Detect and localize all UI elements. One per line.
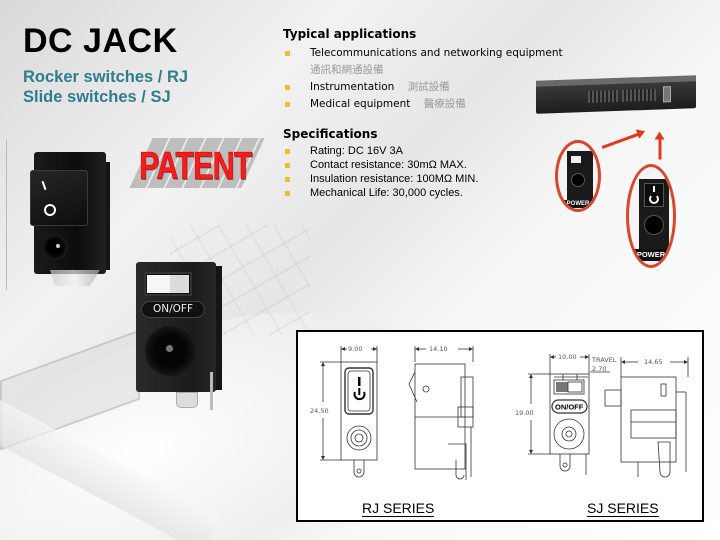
list-item: Rating: DC 16V 3A <box>283 144 478 158</box>
bullet-icon <box>285 102 290 107</box>
bullet-icon <box>285 177 290 182</box>
dc-jack-socket-icon <box>644 215 664 235</box>
subtitle-rocker: Rocker switches / RJ <box>23 68 189 86</box>
set-top-box-photo <box>536 75 696 114</box>
sj-width-dim: 10.00 <box>558 353 577 361</box>
sj-travel-label: TRAVEL <box>591 356 617 364</box>
list-item: Mechanical Life: 30,000 cycles. <box>283 186 478 200</box>
spec-text: Mechanical Life: 30,000 cycles. <box>310 187 463 199</box>
patent-text: PATENT <box>139 145 253 188</box>
sj-series-label: SJ SERIES <box>587 500 659 517</box>
application-label: Medical equipment <box>310 98 411 110</box>
callout-arrow-icon <box>658 137 662 160</box>
technical-drawing: 9.00 14.10 24.50 10.00 TRAVEL 2.70 14.65… <box>296 330 704 522</box>
terminal-pin <box>210 372 213 410</box>
dimension-drawings: 9.00 14.10 24.50 10.00 TRAVEL 2.70 14.65… <box>310 345 689 480</box>
rocker-button <box>30 170 88 226</box>
dc-jack-socket-icon <box>571 173 585 187</box>
typical-applications-heading: Typical applications <box>283 27 417 41</box>
rj-depth-dim: 14.10 <box>429 345 448 353</box>
spec-text: Rating: DC 16V 3A <box>310 145 403 157</box>
application-label: Instrumentation <box>310 81 395 93</box>
rocker-switch-pins <box>50 270 100 286</box>
power-label: POWER <box>629 249 673 261</box>
slide-switch-icon <box>571 156 581 163</box>
scart-connector-icon <box>622 88 656 102</box>
power-symbol-icon <box>649 194 659 204</box>
sj-on-off-label: ON/OFF <box>555 403 584 412</box>
spec-text: Insulation resistance: 100MΩ MIN. <box>310 173 479 185</box>
background-touchpad <box>0 329 140 451</box>
subtitle-slide: Slide switches / SJ <box>23 88 171 106</box>
bullet-icon <box>285 149 290 154</box>
bullet-icon <box>285 85 290 90</box>
power-switch-icon <box>663 86 671 103</box>
list-item: Contact resistance: 30mΩ MAX. <box>283 158 478 172</box>
rocker-switch-callout: POWER <box>626 164 676 268</box>
off-mark-icon <box>44 204 56 216</box>
specifications-list: Rating: DC 16V 3A Contact resistance: 30… <box>283 144 478 200</box>
scart-connector-icon <box>588 89 618 103</box>
rj-height-dim: 24.50 <box>310 407 329 415</box>
sj-depth-dim: 14.65 <box>644 358 663 366</box>
page-title: DC JACK <box>23 22 178 60</box>
decorative-divider <box>6 140 7 290</box>
background-laptop-edge <box>0 400 221 540</box>
power-label: POWER <box>558 200 598 208</box>
application-cjk-label: 醫療設備 <box>423 98 466 110</box>
dc-jack-socket-icon <box>42 234 68 260</box>
slide-switch-callout: POWER <box>555 140 601 212</box>
bullet-icon <box>285 51 290 56</box>
mounting-tab <box>176 392 198 408</box>
application-cjk-label: 測試設備 <box>407 81 450 93</box>
sj-height-dim: 19.00 <box>515 409 534 417</box>
list-item: Telecommunications and networking equipm… <box>283 45 563 62</box>
slide-knob <box>147 275 189 293</box>
specifications-heading: Specifications <box>283 127 378 141</box>
rj-width-dim: 9.00 <box>348 345 362 353</box>
callout-arrow-icon <box>601 132 641 149</box>
bullet-icon <box>285 191 290 196</box>
slide-switch-photo: ON/OFF <box>136 262 226 412</box>
list-item: Instrumentation 測試設備 <box>283 79 563 96</box>
sj-travel-dim: 2.70 <box>592 365 606 373</box>
patent-badge: PATENT <box>129 138 265 198</box>
dc-jack-socket-icon <box>145 326 195 376</box>
on-off-label: ON/OFF <box>141 301 205 318</box>
on-mark-icon <box>41 180 47 191</box>
spec-text: Contact resistance: 30mΩ MAX. <box>310 159 467 171</box>
list-item: Medical equipment 醫療設備 <box>283 96 563 113</box>
application-label: Telecommunications and networking equipm… <box>310 47 563 59</box>
list-item: Insulation resistance: 100MΩ MIN. <box>283 172 478 186</box>
bullet-icon <box>285 163 290 168</box>
typical-applications-list: Telecommunications and networking equipm… <box>283 45 563 113</box>
application-cjk-label: 通訊和網通設備 <box>310 64 384 76</box>
rocker-switch-photo <box>30 152 110 286</box>
on-mark-icon <box>653 186 655 192</box>
rj-series-label: RJ SERIES <box>362 500 435 517</box>
